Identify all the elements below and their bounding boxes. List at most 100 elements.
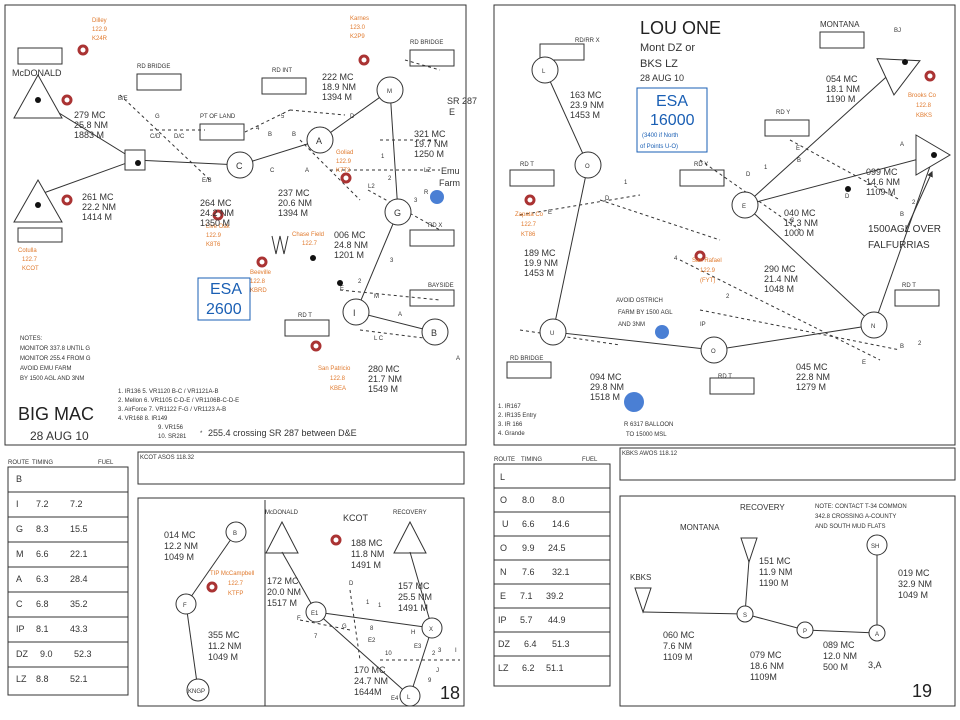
pt-of-land-label: PT OF LAND	[200, 114, 236, 120]
sub-mcdonald-label: McDONALD	[265, 510, 299, 516]
svg-text:51.3: 51.3	[552, 639, 570, 649]
svg-text:4: 4	[674, 256, 678, 262]
svg-text:6.2: 6.2	[522, 663, 535, 673]
svg-text:AVOID EMU FARM: AVOID EMU FARM	[20, 366, 72, 372]
sub-montana-label: MONTANA	[680, 523, 720, 532]
svg-text:17.3 NM: 17.3 NM	[784, 218, 818, 228]
rd-y-box-1	[764, 119, 810, 137]
svg-text:1201 M: 1201 M	[334, 250, 364, 260]
route-row-left: LZ 8.8 52.1	[16, 674, 88, 684]
sub-leg-block-r: 060 MC 7.6 NM 1109 M	[663, 630, 695, 662]
svg-text:B: B	[268, 132, 272, 138]
rd-x-box	[409, 229, 455, 247]
svg-text:094 MC: 094 MC	[590, 372, 622, 382]
svg-text:KT86: KT86	[521, 232, 536, 238]
sub-leg-b-f	[185, 531, 237, 605]
route-row-right: IP 5.7 44.9	[498, 615, 566, 625]
svg-text:8: 8	[370, 626, 374, 632]
svg-text:E: E	[500, 591, 506, 601]
svg-text:L2: L2	[368, 184, 375, 190]
svg-text:B: B	[900, 212, 904, 218]
route-row-left: C 6.8 35.2	[16, 599, 88, 609]
zapata-airport-icon	[524, 194, 536, 206]
svg-text:1049 M: 1049 M	[208, 652, 238, 662]
svg-text:I: I	[455, 648, 457, 654]
svg-text:20.6 NM: 20.6 NM	[278, 198, 312, 208]
route-row-right: O 9.9 24.5	[500, 543, 566, 553]
waypoint-o1	[574, 151, 602, 179]
svg-text:122.8: 122.8	[250, 279, 266, 285]
rd-t-label-3: RD T	[718, 374, 732, 380]
leg-block: 280 MC 21.7 NM 1549 M	[368, 364, 402, 394]
route-leg-e-to-brooks	[744, 154, 935, 206]
svg-text:K7T3: K7T3	[336, 168, 351, 174]
svg-text:ROUTE: ROUTE	[8, 460, 29, 466]
waypoint-o2	[700, 336, 728, 364]
svg-text:AND 3NM: AND 3NM	[618, 322, 645, 328]
sub-kcot-label: KCOT	[343, 513, 369, 523]
svg-text:29.8 NM: 29.8 NM	[590, 382, 624, 392]
svg-text:D: D	[605, 196, 610, 202]
brooks-airport-icon	[924, 70, 936, 82]
kcot-asos-box	[137, 451, 465, 485]
bj-label: BJ	[894, 28, 901, 34]
svg-text:B/E: B/E	[118, 96, 128, 102]
svg-text:3: 3	[414, 198, 418, 204]
svg-text:1491 M: 1491 M	[351, 560, 381, 570]
svg-text:KBKS: KBKS	[916, 113, 932, 119]
obstacle-dot-2	[337, 280, 343, 286]
svg-text:7.1: 7.1	[520, 591, 533, 601]
kbks-awos-label: KBKS AWOS 118.12	[622, 451, 678, 457]
big-mac-recovery-frame	[137, 497, 465, 707]
svg-text:11.9 NM: 11.9 NM	[759, 567, 792, 577]
svg-text:1644M: 1644M	[354, 687, 382, 697]
sub-recovery-label: RECOVERY	[393, 510, 427, 516]
falfurrias-note-1: 1500AGL OVER	[868, 224, 941, 235]
waypoint-l-r-label: L	[542, 69, 546, 75]
svg-text:1. IR136 5. VR1120 B-C /: 1. IR136 5. VR1120 B-C / VR1121A-B	[118, 389, 219, 395]
leg-block-r: 163 MC 23.9 NM 1453 M	[570, 90, 604, 120]
svg-text:1. IR167: 1. IR167	[498, 404, 521, 410]
svg-text:32.9 NM: 32.9 NM	[898, 579, 932, 589]
svg-text:2: 2	[918, 341, 922, 347]
svg-text:FUEL: FUEL	[98, 460, 114, 466]
waypoint-l-r	[531, 56, 559, 84]
svg-text:14.6 NM: 14.6 NM	[866, 177, 900, 187]
svg-text:1: 1	[381, 154, 385, 160]
sub-waypoint-a-r-label: A	[875, 632, 879, 638]
pt-of-land-box	[199, 123, 245, 141]
svg-text:8.1: 8.1	[36, 624, 49, 634]
rd-int-label: RD INT	[272, 68, 292, 74]
obstacle-dot-1	[310, 255, 316, 261]
mcdonald-point	[35, 97, 41, 103]
sub-waypoint-kngp-label: KNGP	[188, 689, 205, 695]
svg-text:157 MC: 157 MC	[398, 581, 430, 591]
rd-bridge-box-2	[409, 49, 455, 67]
esa-value-left: 2600	[206, 301, 242, 318]
sub-leg-f-kngp	[185, 603, 199, 691]
svg-text:1000 M: 1000 M	[784, 228, 814, 238]
avoid-ostrich-note: AVOID OSTRICH FARM BY 1500 AGL AND 3NM	[616, 298, 673, 328]
svg-text:A: A	[900, 142, 904, 148]
sub-montana-triangle	[740, 537, 758, 564]
svg-text:44.9: 44.9	[548, 615, 566, 625]
airport-label-dilley: Dilley 122.9 K24R	[92, 18, 108, 42]
sub-leg-block: 355 MC 11.2 NM 1049 M	[208, 630, 241, 662]
svg-text:E3: E3	[414, 644, 422, 650]
svg-text:019 MC: 019 MC	[898, 568, 930, 578]
sub-waypoint-e1-label: E1	[311, 611, 319, 617]
svg-text:MONITOR 255.4 FROM G: MONITOR 255.4 FROM G	[20, 356, 91, 362]
page-number-left: 18	[440, 683, 460, 703]
svg-text:1048 M: 1048 M	[764, 284, 794, 294]
ip-square	[124, 149, 146, 171]
sub-leg-block-r: 089 MC 12.0 NM 500 M	[823, 640, 857, 672]
svg-text:D: D	[349, 581, 354, 587]
svg-text:2: 2	[912, 200, 916, 206]
waypoint-o2-label: O	[711, 349, 716, 355]
svg-text:170 MC: 170 MC	[354, 665, 386, 675]
svg-text:4. VR168 8. IR149: 4. VR168 8. IR149	[118, 416, 168, 422]
waypoint-i-label: I	[353, 308, 356, 318]
mcdonald-label: McDONALD	[12, 68, 62, 78]
svg-text:122.9: 122.9	[206, 233, 222, 239]
cotulla-airport-icon	[61, 194, 73, 206]
